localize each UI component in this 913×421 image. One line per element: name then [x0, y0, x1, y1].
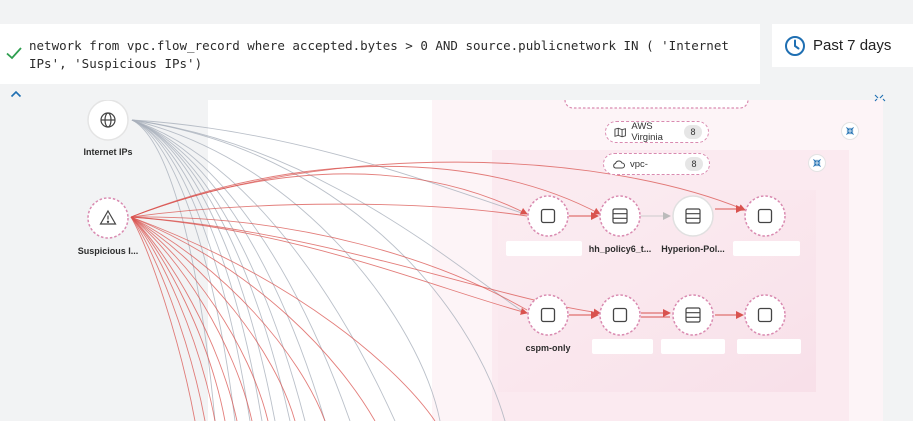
group-count: 8: [685, 157, 703, 171]
group-label: AWS Virginia: [631, 121, 663, 143]
node-label-placeholder: [733, 241, 800, 256]
node-row1-3[interactable]: [672, 195, 714, 237]
node-label-hyperion: Hyperion-Pol...: [661, 244, 725, 254]
node-row2-4[interactable]: [744, 294, 786, 336]
map-icon: [614, 127, 626, 137]
chevron-up-icon[interactable]: [10, 90, 22, 98]
node-row1-4[interactable]: [744, 195, 786, 237]
server-icon: [685, 208, 701, 224]
clock-icon: [785, 36, 805, 56]
graph-top-strip: [0, 84, 913, 100]
query-text[interactable]: network from vpc.flow_record where accep…: [29, 38, 737, 71]
instance-icon: [612, 307, 628, 323]
cloud-icon: [613, 160, 625, 168]
instance-icon: [540, 208, 556, 224]
node-row2-2[interactable]: [599, 294, 641, 336]
node-row2-1[interactable]: [527, 294, 569, 336]
query-bar[interactable]: [0, 24, 760, 84]
source-label-internet-ips: Internet IPs: [83, 147, 133, 157]
collapse-group-icon[interactable]: [873, 93, 887, 103]
suspicious-edges: [130, 161, 746, 421]
server-icon: [685, 307, 701, 323]
group-label: vpc-: [630, 158, 648, 170]
row-edges: [569, 205, 744, 319]
globe-icon: [100, 112, 116, 128]
node-row2-3[interactable]: [672, 294, 714, 336]
server-icon: [612, 208, 628, 224]
instance-icon: [757, 208, 773, 224]
node-label-hh-policy: hh_policy6_t...: [588, 244, 652, 254]
source-label-suspicious-ips: Suspicious I...: [77, 246, 139, 256]
node-suspicious-ips[interactable]: [87, 197, 129, 239]
node-internet-ips[interactable]: [87, 99, 129, 141]
group-count: 8: [684, 125, 702, 139]
group-vpc[interactable]: vpc- 8: [603, 153, 710, 175]
node-label-placeholder: [661, 339, 725, 354]
instance-icon: [540, 307, 556, 323]
node-row1-2[interactable]: [599, 195, 641, 237]
node-label-cspm-only: cspm-only: [525, 343, 571, 353]
node-label-placeholder: [737, 339, 801, 354]
collapse-group-icon[interactable]: [841, 122, 859, 140]
node-label-placeholder: [506, 241, 582, 256]
node-label-placeholder: [592, 339, 653, 354]
warning-icon: [99, 209, 117, 225]
instance-icon: [757, 307, 773, 323]
group-aws-virginia[interactable]: AWS Virginia 8: [605, 121, 709, 143]
collapse-group-icon[interactable]: [808, 154, 826, 172]
time-range-label: Past 7 days: [813, 37, 892, 54]
check-icon: [6, 47, 22, 60]
node-row1-1[interactable]: [527, 195, 569, 237]
